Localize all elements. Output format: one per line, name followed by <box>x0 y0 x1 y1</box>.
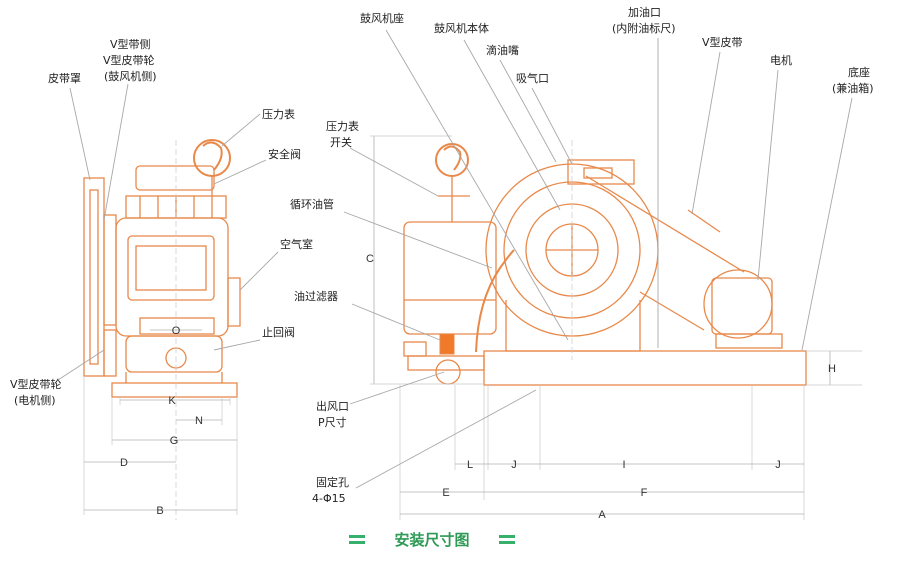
label-oil-filter: 油过滤器 <box>294 289 338 303</box>
pressure-gauge-right <box>435 143 469 177</box>
label-outlet-size: P尺寸 <box>318 415 347 429</box>
end-view-window <box>135 245 207 291</box>
dim-N: N <box>195 415 203 427</box>
label-oil-inlet-note: (内附油标尺) <box>612 21 676 35</box>
side-view-dimensions: C H L J I J E F A <box>366 135 862 521</box>
side-view <box>403 140 807 386</box>
dim-D: D <box>120 457 128 469</box>
end-view-labels: 皮带罩 V型带侧 V型皮带轮 (鼓风机侧) 压力表 安全阀 空气室 止回阀 V型… <box>10 37 313 407</box>
v-pulley-blower-side <box>103 214 117 326</box>
outlet-port <box>435 359 461 385</box>
dim-A: A <box>598 509 606 521</box>
label-outlet: 出风口 <box>316 399 349 413</box>
motor-mount <box>715 333 783 349</box>
label-blower-body: 鼓风机本体 <box>434 21 489 35</box>
dim-B: B <box>156 505 163 517</box>
base-oil-tank <box>483 350 807 386</box>
end-view-dimensions: O K N G D B <box>83 325 238 517</box>
blower-pedestal <box>505 300 641 352</box>
label-fixing-hole-size: 4-Φ15 <box>312 492 346 505</box>
label-oil-circulation-pipe: 循环油管 <box>290 197 334 211</box>
label-v-belt-side: V型带侧 <box>110 37 151 51</box>
label-drip-nozzle: 滴油嘴 <box>486 43 519 57</box>
belt-guard-inner <box>89 189 99 365</box>
motor-body <box>703 269 773 339</box>
label-check-valve: 止回阀 <box>262 325 295 339</box>
label-base: 底座 <box>848 65 870 79</box>
dim-G: G <box>170 435 179 447</box>
end-view-lower-housing <box>125 335 223 373</box>
label-v-pulley-blower-side: (鼓风机侧) <box>104 69 157 83</box>
outlet-pipe <box>407 355 485 371</box>
dim-L: L <box>467 459 473 471</box>
drain-block <box>403 341 427 357</box>
motor-frame <box>711 277 773 335</box>
label-base-note: (兼油箱) <box>832 81 874 95</box>
dim-C: C <box>366 253 374 265</box>
label-v-pulley-motor: V型皮带轮 <box>10 377 62 391</box>
dim-O: O <box>172 325 181 337</box>
oil-filter <box>439 333 455 355</box>
label-safety-valve: 安全阀 <box>268 147 301 161</box>
end-view-frame <box>127 235 215 301</box>
v-belt-tension <box>687 209 721 233</box>
oil-inlet-cap <box>583 167 613 179</box>
label-belt-guard: 皮带罩 <box>48 72 81 85</box>
air-chamber <box>227 277 241 327</box>
dim-J-right: J <box>775 459 781 471</box>
label-air-chamber: 空气室 <box>280 237 313 251</box>
label-gauge-switch-2: 开关 <box>330 135 352 149</box>
filter-housing <box>403 221 497 335</box>
label-suction-port: 吸气口 <box>516 71 549 85</box>
label-oil-inlet: 加油口 <box>628 5 661 19</box>
drawing-title: 安装尺寸图 <box>349 531 515 549</box>
label-gauge-switch: 压力表 <box>326 119 359 133</box>
oil-circulation-pipe <box>475 249 515 353</box>
end-view-base <box>111 382 238 398</box>
title-text: 安装尺寸图 <box>394 531 469 549</box>
v-pulley-motor-side <box>103 329 117 377</box>
pressure-gauge-left <box>193 139 231 177</box>
label-pressure-gauge: 压力表 <box>262 107 295 121</box>
label-v-pulley-blower: V型皮带轮 <box>103 53 155 67</box>
label-fixing-hole: 固定孔 <box>316 475 349 489</box>
belt-guard-plate <box>83 177 105 377</box>
dim-F: F <box>641 487 648 499</box>
dim-I: I <box>622 459 625 471</box>
dim-K: K <box>168 395 176 407</box>
dim-H: H <box>828 363 836 375</box>
label-v-pulley-motor-side: (电机侧) <box>14 393 56 407</box>
check-valve-block <box>139 317 215 335</box>
dim-E: E <box>442 487 449 499</box>
label-v-belt: V型皮带 <box>702 35 743 49</box>
safety-valve-body <box>135 165 215 191</box>
side-view-labels: 鼓风机座 鼓风机本体 滴油嘴 吸气口 加油口 (内附油标尺) V型皮带 电机 底… <box>290 5 874 505</box>
label-blower-base: 鼓风机座 <box>360 11 404 25</box>
label-motor: 电机 <box>770 53 792 67</box>
dim-J-left: J <box>511 459 517 471</box>
oil-inlet-box <box>567 159 635 185</box>
